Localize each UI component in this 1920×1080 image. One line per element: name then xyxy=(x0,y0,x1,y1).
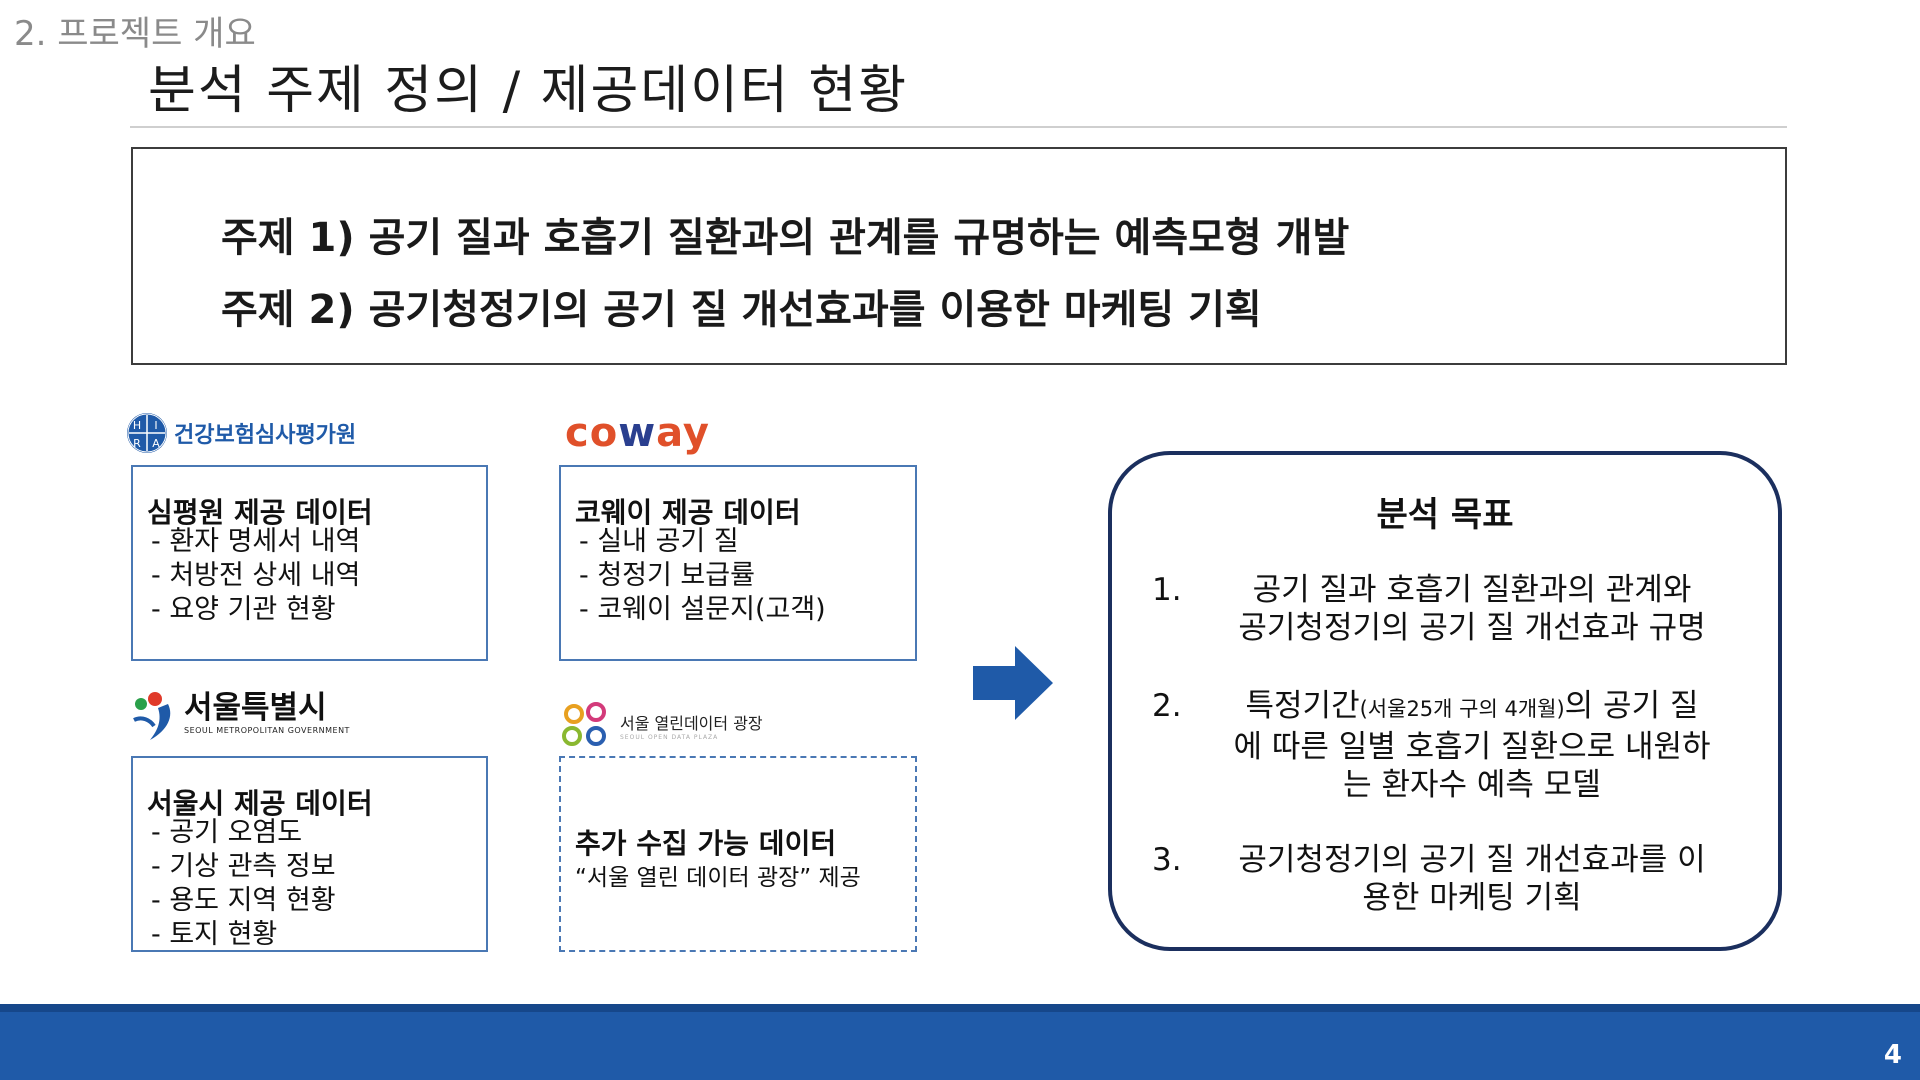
coway-logo-part-1: co xyxy=(565,410,619,456)
goal-text-line: 공기청정기의 공기 질 개선효과를 이 xyxy=(1238,842,1706,878)
open-data-name: 서울 열린데이터 광장 xyxy=(620,713,763,733)
seoul-data-item: - 토지 현황 xyxy=(151,919,278,950)
seoul-data-item: - 기상 관측 정보 xyxy=(151,851,336,882)
seoul-name: 서울특별시 xyxy=(184,690,327,726)
extra-data-box: 추가 수집 가능 데이터 “서울 열린 데이터 광장” 제공 xyxy=(559,756,917,952)
hira-letter-a: A xyxy=(152,437,160,450)
open-data-subtitle: SEOUL OPEN DATA PLAZA xyxy=(620,733,719,741)
footer-accent-strip xyxy=(0,1004,1920,1012)
seoul-data-item: - 공기 오염도 xyxy=(151,817,303,848)
goal-text-post: 의 공기 질 xyxy=(1564,688,1699,724)
coway-logo-part-2: w xyxy=(618,410,657,456)
extra-data-source: “서울 열린 데이터 광장” 제공 xyxy=(575,865,861,891)
goal-text-pre: 특정기간 xyxy=(1245,688,1360,724)
goal-number: 2. xyxy=(1152,688,1182,724)
goal-number: 1. xyxy=(1152,572,1182,608)
analysis-goals-box: 분석 목표 1. 공기 질과 호흡기 질환과의 관계와 공기청정기의 공기 질 … xyxy=(1108,451,1782,951)
goal-number: 3. xyxy=(1152,842,1182,878)
goal-item-3: 3. 공기청정기의 공기 질 개선효과를 이 용한 마케팅 기획 xyxy=(1152,841,1752,917)
coway-data-item: - 실내 공기 질 xyxy=(579,526,739,557)
topic-2: 주제 2) 공기청정기의 공기 질 개선효과를 이용한 마케팅 기획 xyxy=(221,287,1262,333)
hira-data-item: - 처방전 상세 내역 xyxy=(151,560,361,591)
coway-data-item: - 코웨이 설문지(고객) xyxy=(579,594,826,625)
seoul-logo: 서울특별시 SEOUL METROPOLITAN GOVERNMENT xyxy=(128,690,350,746)
hira-data-item: - 요양 기관 현황 xyxy=(151,594,336,625)
goal-text-line: 특정기간(서울25개 구의 4개월)의 공기 질 xyxy=(1192,687,1752,728)
coway-data-title: 코웨이 제공 데이터 xyxy=(575,496,801,529)
coway-logo-part-3: ay xyxy=(656,410,710,456)
coway-data-item: - 청정기 보급률 xyxy=(579,560,755,591)
seoul-subtitle: SEOUL METROPOLITAN GOVERNMENT xyxy=(184,726,350,735)
footer-bar xyxy=(0,1004,1920,1080)
goal-text-line: 용한 마케팅 기획 xyxy=(1362,880,1582,916)
goal-text-line: 는 환자수 예측 모델 xyxy=(1343,767,1601,803)
coway-data-box: 코웨이 제공 데이터 - 실내 공기 질 - 청정기 보급률 - 코웨이 설문지… xyxy=(559,465,917,661)
topics-box: 주제 1) 공기 질과 호흡기 질환과의 관계를 규명하는 예측모형 개발 주제… xyxy=(131,147,1787,365)
goals-title: 분석 목표 xyxy=(1376,495,1514,535)
hira-name: 건강보험심사평가원 xyxy=(174,423,357,448)
hira-emblem-icon: H I R A xyxy=(126,412,168,454)
page-number: 4 xyxy=(1883,1040,1902,1070)
open-data-emblem-icon xyxy=(560,700,612,750)
hira-letter-h: H xyxy=(133,419,141,432)
goal-text-line: 공기청정기의 공기 질 개선효과 규명 xyxy=(1238,610,1706,646)
goal-text-line: 에 따른 일별 호흡기 질환으로 내원하 xyxy=(1233,729,1711,765)
seoul-data-box: 서울시 제공 데이터 - 공기 오염도 - 기상 관측 정보 - 용도 지역 현… xyxy=(131,756,488,952)
topic-1: 주제 1) 공기 질과 호흡기 질환과의 관계를 규명하는 예측모형 개발 xyxy=(221,215,1350,261)
hira-logo: H I R A 건강보험심사평가원 xyxy=(126,410,356,456)
right-arrow-icon xyxy=(973,646,1053,724)
goal-item-2: 2. 특정기간(서울25개 구의 4개월)의 공기 질 에 따른 일별 호흡기 … xyxy=(1152,687,1752,804)
hira-data-box: 심평원 제공 데이터 - 환자 명세서 내역 - 처방전 상세 내역 - 요양 … xyxy=(131,465,488,661)
hira-letter-r: R xyxy=(133,437,141,450)
seoul-data-title: 서울시 제공 데이터 xyxy=(147,787,373,820)
section-label: 2. 프로젝트 개요 xyxy=(14,14,256,54)
extra-data-title: 추가 수집 가능 데이터 xyxy=(575,827,837,860)
seoul-data-item: - 용도 지역 현황 xyxy=(151,885,336,916)
seoul-emblem-icon xyxy=(128,690,180,746)
hira-data-title: 심평원 제공 데이터 xyxy=(147,496,373,529)
open-data-logo: 서울 열린데이터 광장 SEOUL OPEN DATA PLAZA xyxy=(560,700,763,750)
hira-letter-i: I xyxy=(154,419,157,432)
hira-data-item: - 환자 명세서 내역 xyxy=(151,526,361,557)
title-divider xyxy=(130,126,1787,128)
page-title: 분석 주제 정의 / 제공데이터 현황 xyxy=(148,61,909,121)
goal-text-line: 공기 질과 호흡기 질환과의 관계와 xyxy=(1252,572,1692,608)
goal-text-period: (서울25개 구의 4개월) xyxy=(1359,697,1565,721)
coway-logo: coway xyxy=(565,410,710,456)
goal-item-1: 1. 공기 질과 호흡기 질환과의 관계와 공기청정기의 공기 질 개선효과 규… xyxy=(1152,571,1752,647)
